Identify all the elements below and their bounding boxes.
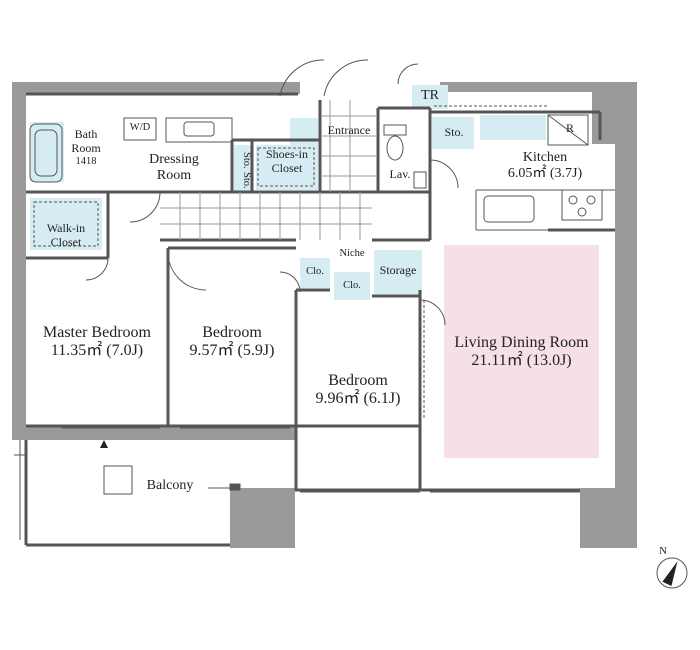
shoes-closet-label: Shoes-in Closet: [266, 147, 308, 175]
refrigerator-label: R: [565, 121, 574, 135]
sto-kitchen-label: Sto.: [444, 125, 464, 139]
storage-label: Storage: [379, 263, 417, 277]
bath-room-label: Bath Room 1418: [71, 127, 101, 167]
compass-icon: [656, 557, 688, 589]
compass-label: N: [659, 546, 667, 557]
entry-marker-icon: [100, 440, 108, 448]
structural-walls: [12, 82, 637, 548]
dressing-room-label: Dressing Room: [149, 152, 199, 184]
living-dining-label: Living Dining Room 21.11㎡ (13.0J): [454, 334, 589, 370]
entrance-label: Entrance: [327, 123, 371, 137]
ldk-highlight: [444, 245, 599, 458]
lav-label: Lav.: [389, 167, 411, 181]
washer-label: W/D: [129, 122, 151, 133]
master-bedroom-label: Master Bedroom 11.35㎡ (7.0J): [43, 324, 151, 360]
balcony-label: Balcony: [146, 478, 194, 493]
bedroom-1-label: Bedroom 9.57㎡ (5.9J): [189, 324, 275, 360]
interior-walls: [24, 92, 615, 547]
clo-1-label: Clo.: [306, 266, 324, 277]
sto-dressing-label: Sto.: [241, 152, 252, 169]
niche-label: Niche: [339, 248, 365, 259]
bedroom-2-label: Bedroom 9.96㎡ (6.1J): [315, 372, 401, 408]
tr-label: TR: [421, 88, 439, 103]
walk-in-closet-label: Walk-in Closet: [46, 221, 86, 249]
fixtures: [14, 59, 615, 540]
clo-2-label: Clo.: [343, 280, 361, 291]
sto-dressing-2-label: Sto.: [241, 172, 252, 189]
kitchen-label: Kitchen 6.05㎡ (3.7J): [507, 150, 583, 182]
